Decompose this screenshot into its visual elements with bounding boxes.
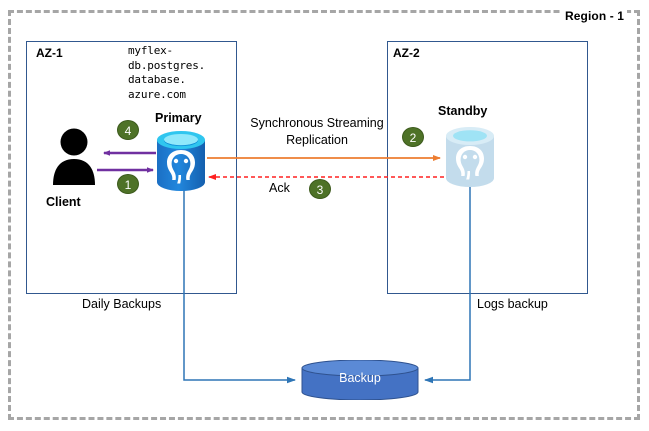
primary-database-icon [157, 131, 205, 191]
step-badge-2: 2 [402, 127, 424, 147]
standby-caption: Standby [438, 104, 488, 118]
primary-caption: Primary [155, 111, 202, 125]
az1-label: AZ-1 [36, 46, 63, 60]
logs-backup-label: Logs backup [477, 297, 548, 311]
ack-label: Ack [269, 181, 290, 195]
region-boundary [8, 10, 640, 420]
client-person-icon [53, 128, 95, 185]
replication-label: Synchronous Streaming Replication [250, 116, 384, 147]
step-badge-1: 1 [117, 174, 139, 194]
client-caption: Client [46, 195, 81, 209]
region-label: Region - 1 [562, 9, 628, 23]
step-badge-3: 3 [309, 179, 331, 199]
daily-backups-label: Daily Backups [82, 297, 162, 311]
standby-database-icon [446, 127, 494, 187]
az2-label: AZ-2 [393, 46, 420, 60]
availability-zone-az1 [26, 41, 237, 294]
primary-hostname: myflex- db.postgres. database. azure.com [128, 44, 206, 101]
step-badge-4: 4 [117, 120, 139, 140]
availability-zone-az2 [387, 41, 588, 294]
backup-store-icon [301, 360, 419, 400]
